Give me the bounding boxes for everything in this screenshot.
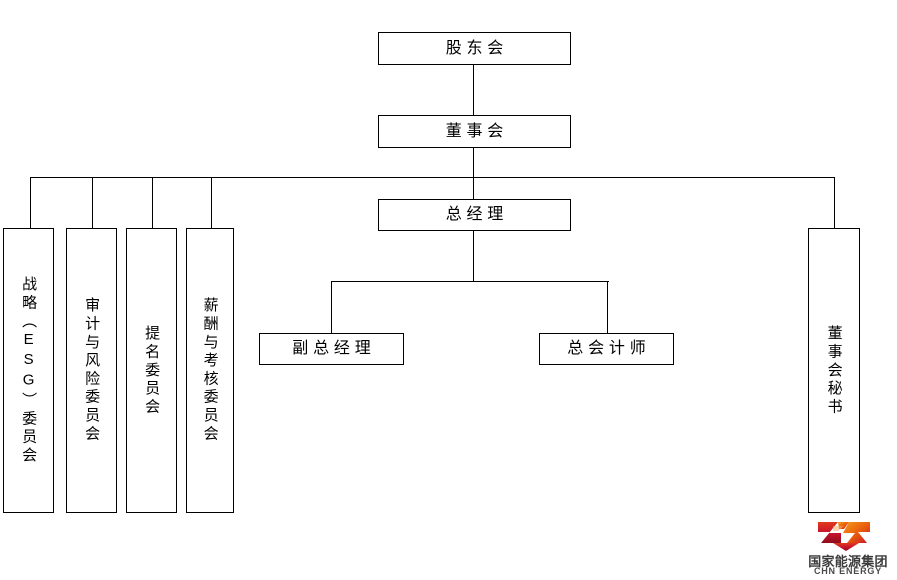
edge-bus-nomination <box>152 177 154 228</box>
node-label-board: 董事会 <box>445 122 509 140</box>
logo-english-text: CHN ENERGY <box>813 566 883 576</box>
node-shareholders-meeting[interactable]: 股东会 <box>378 32 571 65</box>
edge-bus-remuneration <box>211 177 213 228</box>
edge-gm-deputy <box>331 281 333 333</box>
node-audit-risk-committee[interactable]: 审计与风险委员会 <box>66 228 117 513</box>
node-label-strategy-esg-committee: 战略（ESG）委员会 <box>20 276 38 465</box>
node-deputy-general-manager[interactable]: 副总经理 <box>259 333 404 365</box>
edge-gm-bus <box>331 281 609 283</box>
node-general-manager[interactable]: 总经理 <box>378 199 571 231</box>
edge-shareholders-board <box>473 65 475 116</box>
edge-bus-board-secretary <box>834 177 836 228</box>
node-board-of-directors[interactable]: 董事会 <box>378 115 571 148</box>
node-strategy-esg-committee[interactable]: 战略（ESG）委员会 <box>3 228 54 513</box>
node-remuneration-appraisal-committee[interactable]: 薪酬与考核委员会 <box>186 228 234 513</box>
node-chief-accountant[interactable]: 总会计师 <box>539 333 674 365</box>
chn-energy-logo: 国家能源集团 CHN ENERGY <box>800 520 896 578</box>
edge-board-gm <box>473 177 475 199</box>
node-label-general-manager: 总经理 <box>445 206 509 224</box>
edge-bus-audit-risk <box>92 177 94 228</box>
node-label-nomination-committee: 提名委员会 <box>143 324 161 417</box>
edge-gm-stem <box>473 231 475 281</box>
edge-board-bus <box>30 177 835 179</box>
node-label-audit-risk-committee: 审计与风险委员会 <box>83 297 101 444</box>
node-label-remuneration-appraisal-committee: 薪酬与考核委员会 <box>201 297 219 444</box>
node-label-board-secretary: 董事会秘书 <box>825 324 843 417</box>
node-board-secretary[interactable]: 董事会秘书 <box>808 228 860 513</box>
node-label-deputy-general-manager: 副总经理 <box>292 340 376 358</box>
node-nomination-committee[interactable]: 提名委员会 <box>126 228 177 513</box>
node-label-shareholders: 股东会 <box>445 39 509 57</box>
chn-energy-emblem-icon <box>818 522 870 551</box>
edge-board-stem <box>473 148 475 177</box>
logo-chinese-text: 国家能源集团 <box>808 555 888 570</box>
edge-bus-strategy-esg <box>30 177 32 228</box>
node-label-chief-accountant: 总会计师 <box>567 340 651 358</box>
edge-gm-chief-accountant <box>607 281 609 333</box>
